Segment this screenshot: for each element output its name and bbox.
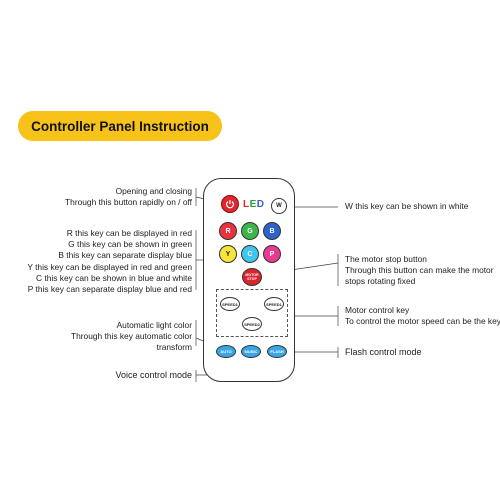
auto-button-label: AUTO xyxy=(220,349,232,354)
power-note-line-2: Through this button rapidly on / off xyxy=(65,197,192,208)
speed-keys-box xyxy=(216,289,288,337)
color-note-r: R this key can be displayed in red xyxy=(66,228,192,238)
speed2-button[interactable]: SPEED2 xyxy=(242,317,262,331)
motor-control-note: Motor control key To control the motor s… xyxy=(345,305,500,327)
white-note: W this key can be shown in white xyxy=(345,201,468,212)
motor-control-note-line-2: To control the motor speed can be the ke… xyxy=(345,316,500,327)
color-note-p: P this key can separate display blue and… xyxy=(27,284,192,295)
cyan-button[interactable]: C xyxy=(241,245,259,263)
color-note-y: Y this key can be displayed in red and g… xyxy=(27,261,192,272)
red-button[interactable]: R xyxy=(219,222,237,240)
red-button-label: R xyxy=(225,227,231,235)
purple-button-label: P xyxy=(269,250,275,258)
flash-button[interactable]: FLASH xyxy=(267,345,287,358)
voice-note-line: Voice control mode xyxy=(115,370,192,380)
auto-note: Automatic light color Through this key a… xyxy=(71,320,192,354)
title-banner: Controller Panel Instruction xyxy=(18,111,222,141)
power-note-line-1: Opening and closing xyxy=(115,186,192,196)
flash-note: Flash control mode xyxy=(345,347,422,358)
color-note-c: C this key can be shown in blue and whit… xyxy=(36,272,192,283)
yellow-button[interactable]: Y xyxy=(219,245,237,263)
yellow-button-label: Y xyxy=(225,250,231,258)
music-button-label: MUSIC xyxy=(244,349,258,354)
voice-note: Voice control mode xyxy=(115,370,192,381)
led-letter-e: E xyxy=(249,199,257,210)
green-button[interactable]: G xyxy=(241,222,259,240)
cyan-button-label: C xyxy=(247,250,253,258)
motor-stop-label-2: STOP xyxy=(247,277,257,281)
motor-stop-note-line-2: Through this button can make the motor xyxy=(345,265,494,276)
speed2-label: SPEED2 xyxy=(244,321,260,327)
led-label: LED xyxy=(243,199,265,210)
speed1-left-button[interactable]: SPEED1 xyxy=(220,297,240,311)
led-letter-d: D xyxy=(256,199,265,210)
speed1-right-button[interactable]: SPEED1 xyxy=(264,297,284,311)
led-letter-l: L xyxy=(243,199,250,210)
auto-button[interactable]: AUTO xyxy=(216,345,236,358)
color-note-b: B this key can separate display blue xyxy=(58,250,192,261)
power-note: Opening and closing Through this button … xyxy=(65,186,192,208)
colors-note: R this key can be displayed in red G thi… xyxy=(27,228,192,295)
color-note-g: G this key can be shown in green xyxy=(68,239,192,250)
motor-stop-note-line-1: The motor stop button xyxy=(345,254,427,264)
auto-note-line-3: transform xyxy=(156,342,192,353)
music-button[interactable]: MUSIC xyxy=(241,345,261,358)
motor-control-note-line-1: Motor control key xyxy=(345,305,410,315)
motor-stop-note: The motor stop button Through this butto… xyxy=(345,254,494,288)
motor-stop-button[interactable]: MOTOR STOP xyxy=(242,268,262,286)
green-button-label: G xyxy=(247,227,253,235)
motor-stop-note-line-3: stops rotating fixed xyxy=(345,276,416,287)
white-button-label: W xyxy=(276,203,282,209)
blue-button-label: B xyxy=(269,227,275,235)
purple-button[interactable]: P xyxy=(263,245,281,263)
flash-button-label: FLASH xyxy=(270,349,284,354)
auto-note-line-1: Automatic light color xyxy=(116,320,192,330)
speed1-left-label: SPEED1 xyxy=(222,301,238,307)
speed1-right-label: SPEED1 xyxy=(266,301,282,307)
remote-control: LED W R G B Y C P MOTOR STOP SPEED1 SPEE… xyxy=(203,178,295,382)
power-button[interactable] xyxy=(221,195,239,213)
blue-button[interactable]: B xyxy=(263,222,281,240)
auto-note-line-2: Through this key automatic color xyxy=(70,331,192,342)
page-title: Controller Panel Instruction xyxy=(31,118,209,134)
white-note-line: W this key can be shown in white xyxy=(345,201,469,211)
power-icon xyxy=(226,200,234,209)
flash-note-line: Flash control mode xyxy=(345,347,422,357)
motor-stop-label-1: MOTOR xyxy=(245,272,259,277)
white-button[interactable]: W xyxy=(271,198,287,214)
